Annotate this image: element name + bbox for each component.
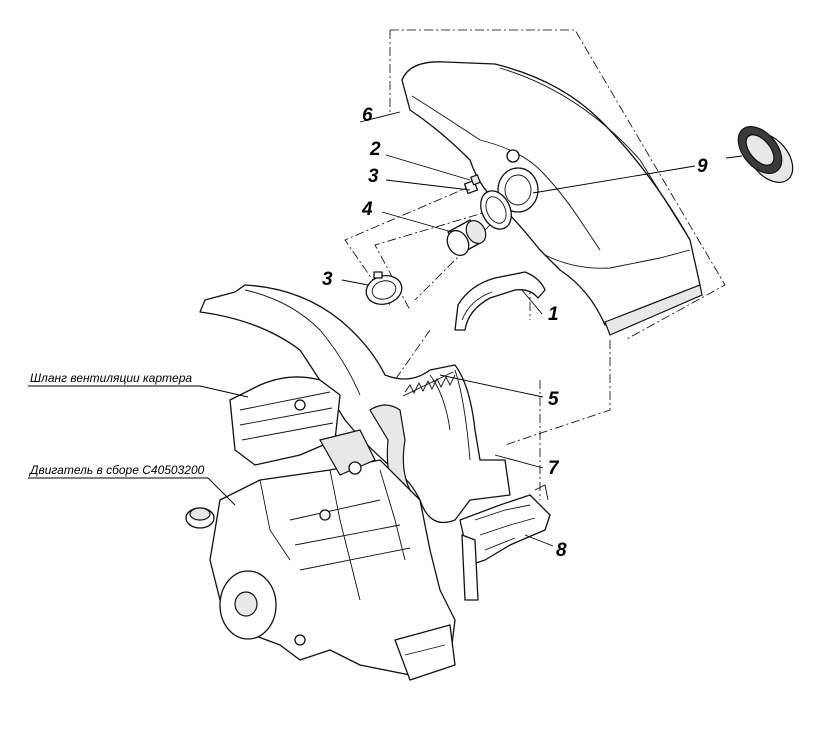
callout-3-upper: 3 xyxy=(368,166,379,187)
callout-2: 2 xyxy=(369,139,381,160)
part-6-upper-shroud xyxy=(401,61,703,336)
part-2-screw xyxy=(463,174,481,195)
callout-1: 1 xyxy=(548,304,559,325)
callout-7: 7 xyxy=(548,458,560,479)
engine-assembly xyxy=(185,376,456,681)
part-4-sleeve xyxy=(446,219,487,257)
part-7-lower-shroud xyxy=(199,284,511,524)
caption-engine-assembly: Двигатель в сборе С40503200 xyxy=(28,463,205,477)
callout-8: 8 xyxy=(556,540,567,561)
part-1-bracket xyxy=(454,271,546,331)
part-9-seal-ring xyxy=(737,126,794,183)
part-3-clamp-lower xyxy=(365,271,403,305)
callout-5: 5 xyxy=(548,389,559,410)
callout-6: 6 xyxy=(362,105,373,126)
caption-crankcase-vent-hose: Шланг вентиляции картера xyxy=(30,371,192,385)
part-8-lower-bracket xyxy=(459,484,551,601)
callout-3-lower: 3 xyxy=(322,269,333,290)
callout-4: 4 xyxy=(361,199,373,220)
leader-lines xyxy=(28,111,743,547)
callout-9: 9 xyxy=(697,156,708,177)
part-3-clamp-upper xyxy=(480,190,512,230)
